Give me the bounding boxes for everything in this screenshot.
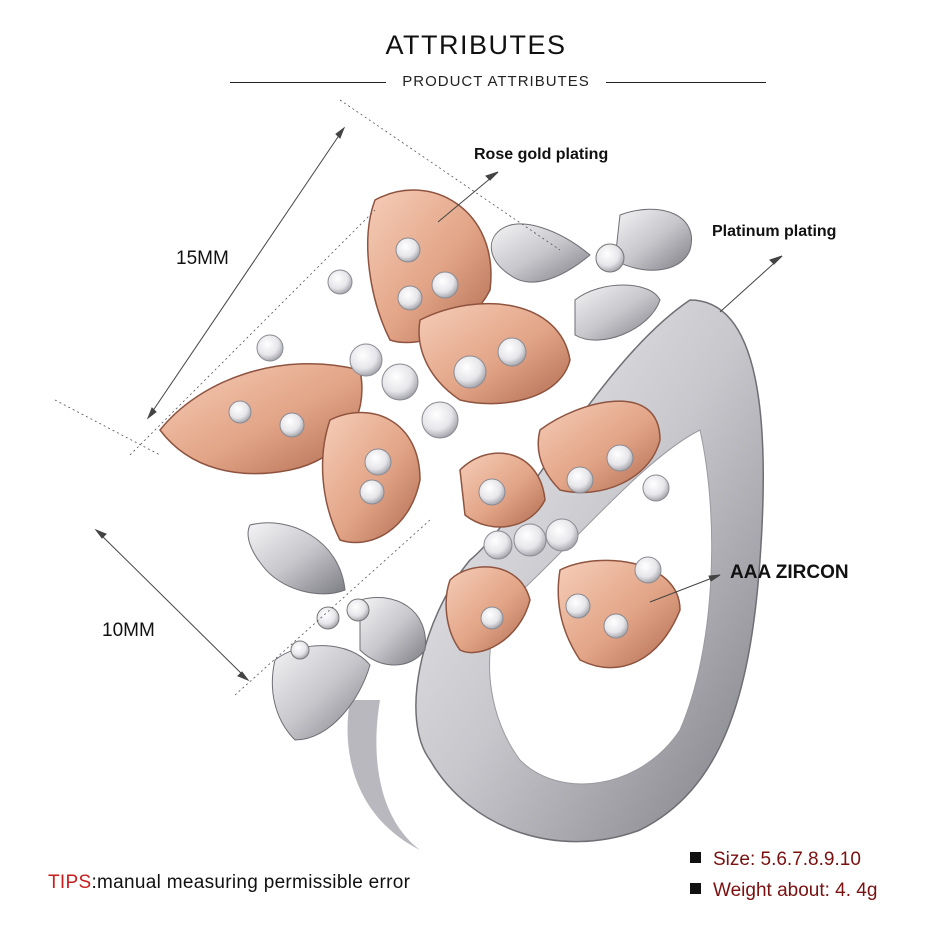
bullet-icon [690, 852, 701, 863]
tips-label: TIPS [48, 872, 92, 893]
page-subtitle: PRODUCT ATTRIBUTES [402, 73, 590, 90]
page-title: ATTRIBUTES [385, 30, 567, 60]
dimension-length-label: 15MM [176, 248, 229, 269]
subtitle-row: PRODUCT ATTRIBUTES [0, 72, 952, 94]
platinum-butterfly-bottom [247, 522, 426, 741]
spec-weight-text: Weight about: 4. 4g [713, 880, 878, 901]
dimension-arrows [94, 126, 346, 682]
dimension-guides [54, 99, 561, 696]
tips-text: :manual measuring permissible error [91, 872, 411, 893]
callout-pointers [437, 171, 783, 603]
spec-size: Size: 5.6.7.8.9.10 [690, 849, 861, 871]
rose-gold-butterfly-large [159, 189, 571, 544]
divider-left [230, 82, 386, 83]
platinum-butterfly-top [490, 208, 692, 341]
dimension-width-label: 10MM [102, 620, 155, 641]
spec-size-text: Size: 5.6.7.8.9.10 [713, 849, 861, 870]
bullet-icon [690, 883, 701, 894]
rose-gold-butterfly-small [445, 400, 681, 669]
tips-note: TIPS:manual measuring permissible error [48, 872, 410, 894]
callout-platinum: Platinum plating [712, 223, 837, 240]
spec-weight: Weight about: 4. 4g [690, 880, 877, 902]
callout-zircon: AAA ZIRCON [730, 562, 849, 583]
divider-right [606, 82, 766, 83]
callout-rose-gold: Rose gold plating [474, 146, 609, 163]
